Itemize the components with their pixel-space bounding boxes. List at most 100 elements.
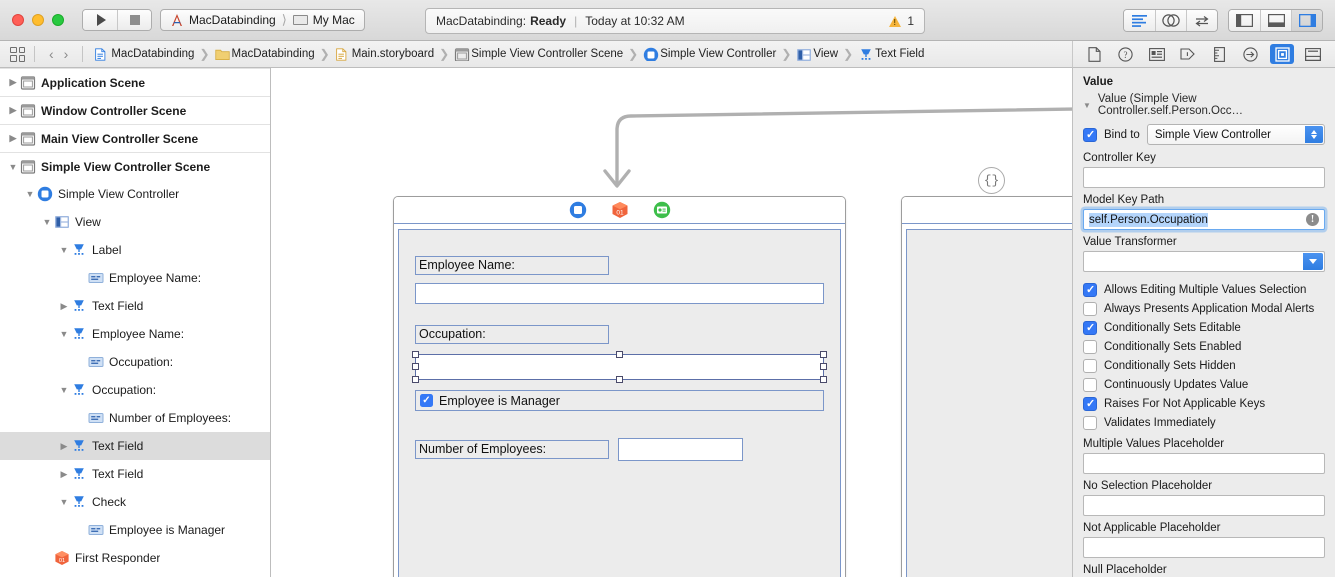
not-applicable-placeholder-input[interactable] [1083,537,1325,558]
forward-button[interactable]: › [63,46,69,62]
checkbox[interactable] [1083,282,1097,297]
model-key-path-input[interactable]: self.Person.Occupation ! [1083,209,1325,230]
checkbox[interactable] [1083,301,1097,316]
defaults-controller-icon[interactable] [653,201,671,219]
outline-row-occupation-[interactable]: Occupation: [0,348,270,376]
breadcrumb-item-view[interactable]: View [794,47,840,61]
assistant-editor-button[interactable] [1155,10,1186,31]
attributes-inspector-tab[interactable] [1176,44,1200,64]
option-conditionally-sets-enabled[interactable]: Conditionally Sets Enabled [1083,337,1325,356]
storyboard-canvas[interactable]: {} 01 Employee Name: Occupation: [271,68,1072,577]
breadcrumb-item-text-field[interactable]: Text Field [856,47,926,61]
outline-row-simple-view-controller-scene[interactable]: Simple View Controller Scene [0,152,270,180]
resize-handle[interactable] [616,376,623,383]
option-continuously-updates-value[interactable]: Continuously Updates Value [1083,375,1325,394]
occupation-label[interactable]: Occupation: [415,325,609,344]
disclosure-triangle-icon[interactable] [57,385,71,395]
disclosure-triangle-icon[interactable] [6,162,20,172]
breadcrumb-item-simple-view-controller-scene[interactable]: Simple View Controller Scene [452,47,625,61]
toggle-navigator-button[interactable] [1229,10,1260,31]
disclosure-triangle-icon[interactable] [57,301,71,312]
checkbox[interactable] [1083,415,1097,430]
segue-badge[interactable]: {} [978,167,1005,194]
checkbox[interactable] [1083,320,1097,335]
bind-to-checkbox[interactable] [1083,127,1097,142]
checkbox[interactable] [1083,358,1097,373]
root-view[interactable]: Employee Name: Occupation: [398,229,841,577]
disclosure-triangle-icon[interactable] [57,497,71,507]
file-inspector-tab[interactable] [1083,44,1107,64]
outline-row-application-scene[interactable]: Application Scene [0,68,270,96]
outline-row-main-view-controller-scene[interactable]: Main View Controller Scene [0,124,270,152]
bind-to-popup[interactable]: Simple View Controller [1146,124,1325,145]
version-editor-button[interactable] [1186,10,1217,31]
option-allows-editing-multiple-values-selection[interactable]: Allows Editing Multiple Values Selection [1083,280,1325,299]
outline-row-view[interactable]: View [0,208,270,236]
resize-handle[interactable] [820,363,827,370]
scheme-selector[interactable]: MacDatabinding ⟩ My Mac [160,9,365,31]
disclosure-triangle-icon[interactable] [6,77,20,88]
chevron-down-icon[interactable] [1303,253,1323,270]
outline-row-text-field[interactable]: Text Field [0,460,270,488]
quick-help-inspector-tab[interactable]: ? [1114,44,1138,64]
outline-row-simple-view-controller[interactable]: Simple View Controller [0,180,270,208]
controller-key-input[interactable] [1083,167,1325,188]
option-always-presents-application-modal-alerts[interactable]: Always Presents Application Modal Alerts [1083,299,1325,318]
outline-row-check[interactable]: Check [0,488,270,516]
binding-summary-row[interactable]: ▼ Value (Simple View Controller.self.Per… [1083,93,1325,117]
bindings-inspector-tab[interactable] [1270,44,1295,64]
resize-handle[interactable] [412,363,419,370]
close-window-button[interactable] [12,14,24,26]
breadcrumb-item-main-storyboard[interactable]: Main.storyboard [333,47,436,61]
option-raises-for-not-applicable-keys[interactable]: Raises For Not Applicable Keys [1083,394,1325,413]
outline-row-employee-name-[interactable]: Employee Name: [0,320,270,348]
breadcrumb-item-macdatabinding[interactable]: MacDatabinding [213,47,317,61]
resize-handle[interactable] [820,376,827,383]
secondary-root-view[interactable] [906,229,1072,577]
disclosure-triangle-icon[interactable] [23,189,37,199]
disclosure-triangle-icon[interactable] [57,245,71,255]
connections-inspector-tab[interactable] [1239,44,1263,64]
checkbox[interactable] [1083,339,1097,354]
breadcrumb-item-macdatabinding[interactable]: MacDatabinding [92,47,196,61]
simple-view-controller-scene[interactable]: 01 Employee Name: Occupation: [393,196,846,577]
back-button[interactable]: ‹ [49,46,54,62]
employee-name-text-field[interactable] [415,283,824,304]
related-items-icon[interactable] [10,46,25,62]
multiple-values-placeholder-input[interactable] [1083,453,1325,474]
disclosure-triangle-icon[interactable]: ▼ [1083,100,1091,110]
disclosure-triangle-icon[interactable] [6,133,20,144]
outline-row-employee-is-manager[interactable]: Employee is Manager [0,516,270,544]
number-of-employees-label[interactable]: Number of Employees: [415,440,609,459]
disclosure-triangle-icon[interactable] [6,105,20,116]
checkbox[interactable] [1083,377,1097,392]
option-conditionally-sets-editable[interactable]: Conditionally Sets Editable [1083,318,1325,337]
info-icon[interactable]: ! [1306,213,1319,226]
toggle-debug-area-button[interactable] [1260,10,1291,31]
breadcrumb-item-simple-view-controller[interactable]: Simple View Controller [641,47,778,61]
option-validates-immediately[interactable]: Validates Immediately [1083,413,1325,432]
disclosure-triangle-icon[interactable] [57,469,71,480]
zoom-window-button[interactable] [52,14,64,26]
toggle-inspector-button[interactable] [1291,10,1322,31]
disclosure-triangle-icon[interactable] [57,441,71,452]
employee-is-manager-checkbox[interactable]: Employee is Manager [415,390,824,411]
resize-handle[interactable] [820,351,827,358]
checkbox[interactable] [1083,396,1097,411]
size-inspector-tab[interactable] [1208,44,1232,64]
employee-name-label[interactable]: Employee Name: [415,256,609,275]
view-controller-icon[interactable] [569,201,587,219]
identity-inspector-tab[interactable] [1145,44,1169,64]
outline-row-occupation-[interactable]: Occupation: [0,376,270,404]
value-transformer-combobox[interactable] [1083,251,1325,272]
first-responder-icon[interactable]: 01 [611,201,629,219]
run-button[interactable] [83,10,117,30]
document-outline[interactable]: Application SceneWindow Controller Scene… [0,68,271,577]
standard-editor-button[interactable] [1124,10,1155,31]
option-conditionally-sets-hidden[interactable]: Conditionally Sets Hidden [1083,356,1325,375]
stop-button[interactable] [117,10,151,30]
outline-row-shared-user-defaults-controller[interactable]: Shared User Defaults Controller [0,572,270,577]
resize-handle[interactable] [412,351,419,358]
outline-row-window-controller-scene[interactable]: Window Controller Scene [0,96,270,124]
